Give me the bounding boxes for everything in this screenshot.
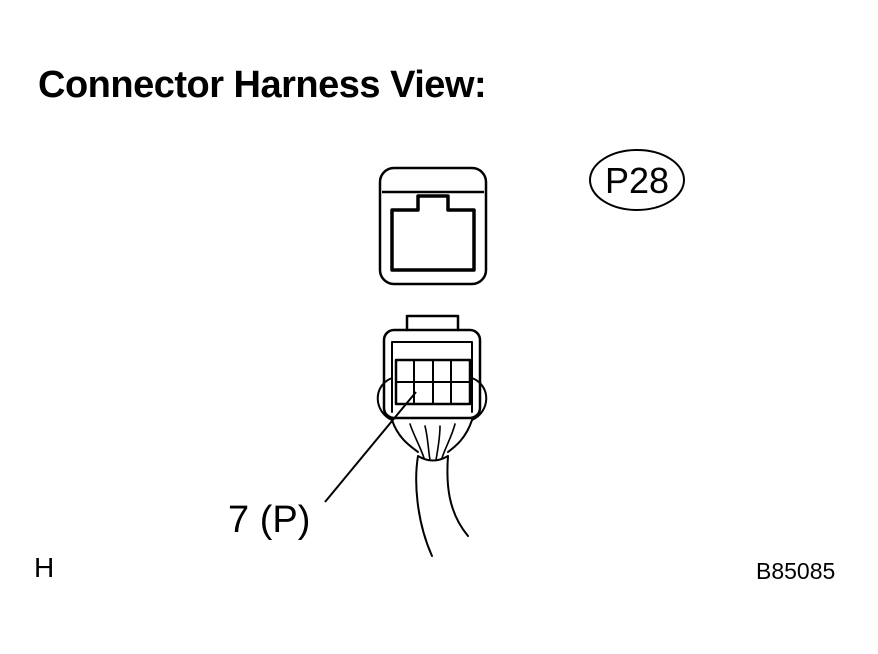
cable-sheath	[415, 455, 469, 557]
harness-connector-housing	[382, 328, 482, 420]
pin-label: 7 (P)	[228, 499, 310, 541]
connector-id-ellipse	[589, 149, 685, 211]
corner-left-label: H	[34, 552, 54, 583]
mating-connector-body	[378, 166, 488, 286]
harness-connector-inner-frame	[391, 341, 473, 413]
wire-bundle-right-flare	[471, 377, 488, 421]
harness-connector	[376, 314, 488, 557]
wire-boot	[391, 419, 473, 453]
individual-wires	[409, 423, 456, 461]
connector-id-label: P28	[605, 160, 669, 201]
harness-connector-lock-tab	[405, 314, 460, 332]
connector-id-badge: P28	[589, 149, 685, 211]
terminal-cavity-dividers	[395, 359, 471, 405]
pin-leader-line	[324, 391, 417, 503]
mating-connector-opening	[390, 194, 476, 272]
mating-connector	[378, 166, 488, 286]
figure-code: B85085	[756, 558, 835, 584]
wire-bundle-left-flare	[376, 377, 393, 421]
diagram-title: Connector Harness View:	[38, 64, 487, 106]
